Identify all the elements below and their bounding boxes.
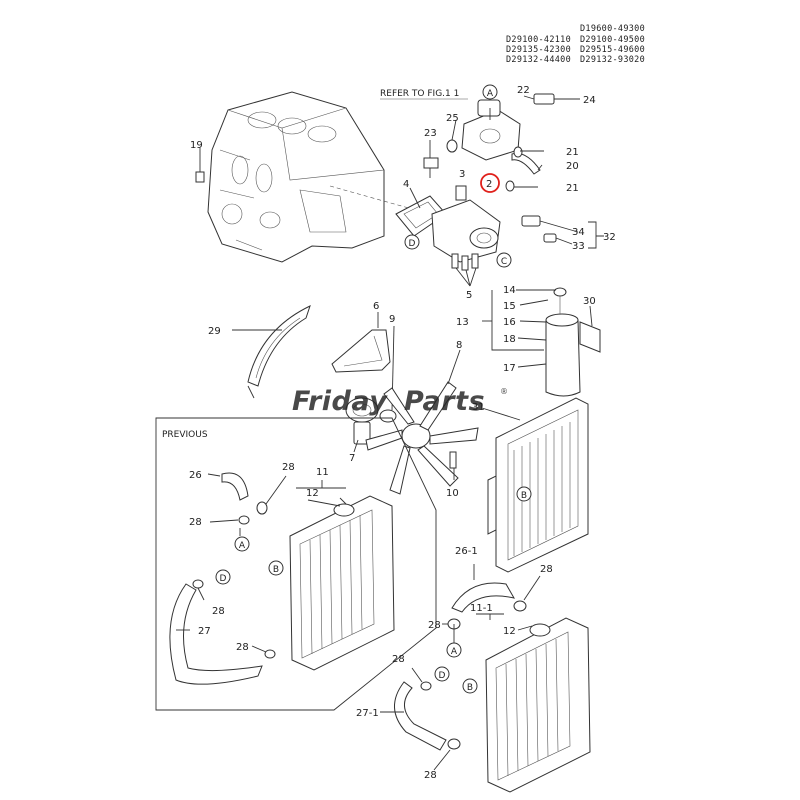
part-code-list: D19600-49300 D29100-42110 D29100-49500 D… xyxy=(506,24,645,65)
new-hoses xyxy=(380,564,541,771)
watermark-word-1: Friday xyxy=(292,386,388,417)
coolant-filter xyxy=(482,287,601,397)
part-code: D29100-49500 xyxy=(580,35,645,45)
switch-assembly xyxy=(521,215,604,249)
radiator-11-1 xyxy=(476,613,591,793)
previous-hoses xyxy=(169,472,287,685)
callout-26: 26 xyxy=(189,470,202,481)
callout-28: 28 xyxy=(189,517,202,528)
callout-21: 21 xyxy=(566,147,579,158)
ref-c: C xyxy=(501,257,507,267)
callout-27: 27 xyxy=(198,626,211,637)
temperature-sensor xyxy=(523,93,580,105)
callout-3: 3 xyxy=(459,169,465,180)
ref-a: A xyxy=(487,89,494,99)
callout-numbers: 2 3 4 5 6 7 8 9 10 11 12 13 14 15 16 17 … xyxy=(189,85,616,781)
ref-b: B xyxy=(467,683,473,693)
part-code: D19600-49300 xyxy=(580,24,645,34)
callout-28: 28 xyxy=(540,564,553,575)
part-code: D29515-49600 xyxy=(580,45,645,55)
callout-20: 20 xyxy=(566,161,579,172)
watermark-word-2: Parts xyxy=(404,386,485,417)
callout-5: 5 xyxy=(466,290,472,301)
callout-30: 30 xyxy=(583,296,596,307)
drain-plug-19 xyxy=(195,148,205,183)
callout-15: 15 xyxy=(503,301,516,312)
part-code: D29135-42300 xyxy=(506,45,571,55)
thermostat-housing xyxy=(423,99,521,178)
callout-32: 32 xyxy=(603,232,616,243)
ref-d: D xyxy=(409,239,416,249)
callout-6: 6 xyxy=(373,301,379,312)
callout-28: 28 xyxy=(424,770,437,781)
callout-13: 13 xyxy=(456,317,469,328)
refer-label: REFER TO FIG.1 1 xyxy=(380,89,459,99)
callout-21: 21 xyxy=(566,183,579,194)
callout-16: 16 xyxy=(503,317,516,328)
callout-10: 10 xyxy=(446,488,459,499)
ref-a: A xyxy=(451,647,458,657)
bypass-hose xyxy=(505,146,544,192)
radiator-31 xyxy=(481,397,589,573)
fan-belt-6 xyxy=(331,312,391,373)
part-code: D29100-42110 xyxy=(506,35,571,45)
ref-b: B xyxy=(521,491,527,501)
ref-d: D xyxy=(439,671,446,681)
highlight-circle xyxy=(480,173,500,193)
ref-d: D xyxy=(220,574,227,584)
part-code: D29132-44400 xyxy=(506,55,571,65)
callout-18: 18 xyxy=(503,334,516,345)
callout-28: 28 xyxy=(282,462,295,473)
callout-17: 17 xyxy=(503,363,516,374)
callout-31: 31 xyxy=(472,402,485,413)
callout-29: 29 xyxy=(208,326,221,337)
fan-guard-29 xyxy=(232,305,311,399)
callout-8: 8 xyxy=(456,340,462,351)
callout-19: 19 xyxy=(190,140,203,151)
ref-a: A xyxy=(239,541,246,551)
callout-9: 9 xyxy=(389,314,395,325)
watermark-registered: ® xyxy=(500,387,508,396)
ref-b: B xyxy=(273,565,279,575)
callout-11: 11 xyxy=(316,467,329,478)
callout-23: 23 xyxy=(424,128,437,139)
callout-25: 25 xyxy=(446,113,459,124)
callout-12: 12 xyxy=(503,626,516,637)
part-code: D29132-93020 xyxy=(580,55,645,65)
callout-33: 33 xyxy=(572,241,585,252)
previous-label: PREVIOUS xyxy=(162,430,208,440)
callout-34: 34 xyxy=(572,227,585,238)
engine-block xyxy=(207,91,431,263)
callout-28: 28 xyxy=(212,606,225,617)
callout-7: 7 xyxy=(349,453,355,464)
callout-24: 24 xyxy=(583,95,596,106)
cooling-fan-8 xyxy=(365,349,479,495)
callout-28: 28 xyxy=(236,642,249,653)
callout-28: 28 xyxy=(428,620,441,631)
watermark: Friday Parts ® xyxy=(292,386,508,417)
callout-2: 2 xyxy=(486,179,492,190)
radiator-11 xyxy=(289,480,395,671)
callout-11-1: 11-1 xyxy=(470,603,493,614)
callout-22: 22 xyxy=(517,85,530,96)
callout-4: 4 xyxy=(403,179,409,190)
callout-28: 28 xyxy=(392,654,405,665)
callout-12: 12 xyxy=(306,488,319,499)
callout-14: 14 xyxy=(503,285,516,296)
callout-26-1: 26-1 xyxy=(455,546,478,557)
previous-section-frame xyxy=(155,417,437,711)
water-pump xyxy=(431,185,501,287)
callout-27-1: 27-1 xyxy=(356,708,379,719)
reference-markers: A C D B A D B A D B xyxy=(215,84,532,694)
